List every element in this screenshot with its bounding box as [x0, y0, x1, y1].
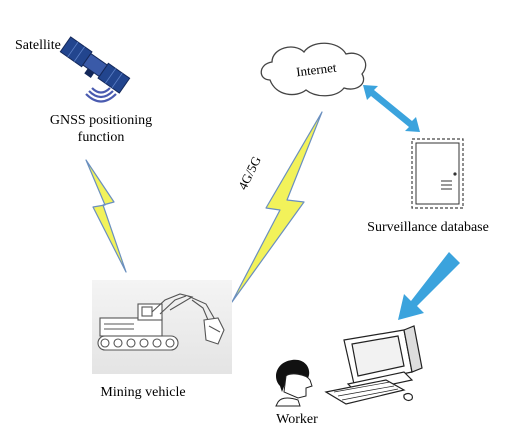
- worker-icon: [275, 359, 313, 407]
- internet-database-arrow: [363, 85, 420, 132]
- database-label: Surveillance database: [367, 220, 489, 235]
- network-lightning-bolt: [231, 111, 323, 303]
- database-computer-arrow: [398, 252, 460, 320]
- server-icon: [411, 138, 464, 209]
- gnss-lightning-bolt: [85, 159, 127, 273]
- satellite-label: Satellite: [15, 38, 61, 53]
- worker-label: Worker: [276, 412, 318, 427]
- satellite-icon: [59, 36, 131, 94]
- computer-icon: [324, 325, 423, 405]
- signal-waves-icon: [85, 87, 117, 103]
- gnss-label-line2: function: [77, 130, 125, 145]
- vehicle-label: Mining vehicle: [100, 385, 186, 400]
- cloud-icon: [260, 42, 367, 97]
- gnss-label-line1: GNSS positioning: [49, 113, 153, 128]
- excavator-icon: [92, 280, 232, 374]
